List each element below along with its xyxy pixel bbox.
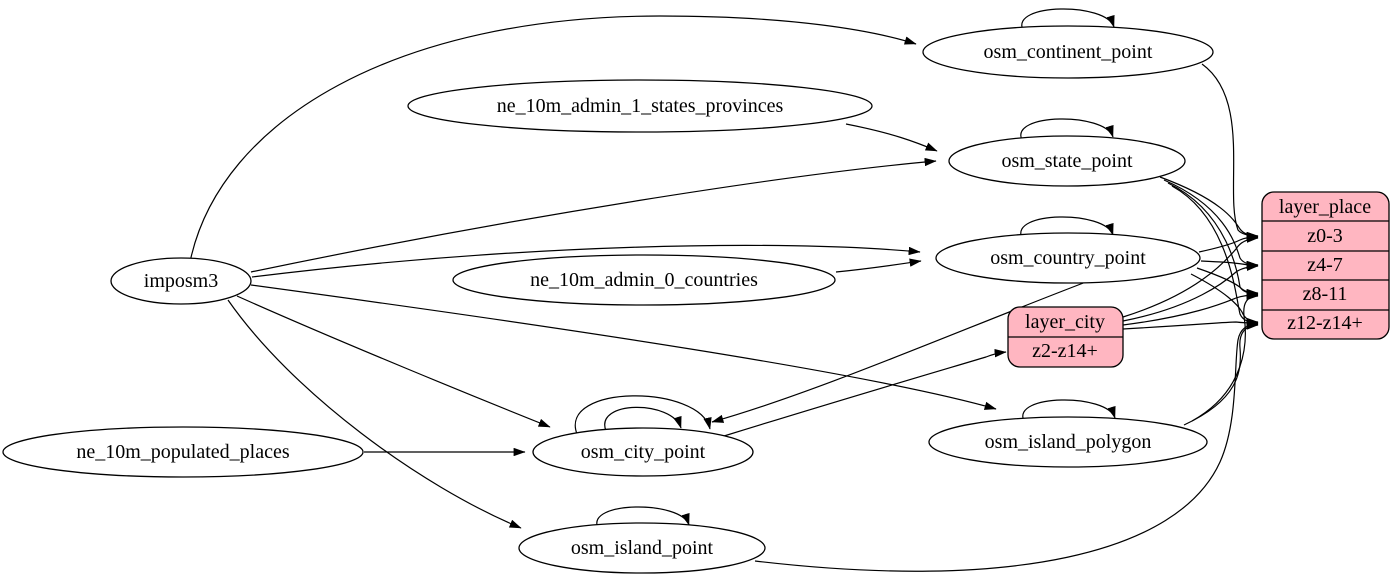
layer_place-row-z4-7: z4-7	[1307, 254, 1343, 276]
layer_place-row-z8-11: z8-11	[1303, 283, 1348, 305]
node-ne_10m_admin_1_states_provinces: ne_10m_admin_1_states_provinces	[407, 79, 873, 133]
edge-imposm3-osm_continent_point	[189, 15, 917, 263]
edge-osm_city_point-layer_city	[723, 348, 1007, 437]
edge-imposm3-osm_island_polygon	[250, 284, 997, 410]
layer_place-row-z12-z14: z12-z14+	[1287, 312, 1363, 334]
edge-layer_city-layer_place-z0-3	[1122, 234, 1259, 318]
osm_island_point-label: osm_island_point	[571, 537, 714, 559]
edge-layer	[189, 8, 1259, 572]
ne_10m_populated_places-label: ne_10m_populated_places	[76, 441, 289, 463]
self-loop-osm_city_point-outer	[574, 395, 712, 435]
edge-osm_island_polygon-layer_place-z8-11	[1191, 291, 1259, 422]
edge-imposm3-osm_state_point	[250, 157, 937, 273]
self-loop-osm_island_polygon	[1022, 399, 1116, 422]
layer_place-shape	[1261, 191, 1390, 340]
self-loop-osm_island_point	[596, 506, 690, 529]
osm_island_polygon-shape	[928, 416, 1208, 468]
node-osm_island_point: osm_island_point	[518, 522, 766, 574]
edge-osm_island_point-layer_place-z12-z14	[754, 319, 1259, 572]
ne_10m_admin_1_states_provinces-label: ne_10m_admin_1_states_provinces	[497, 95, 784, 117]
edge-imposm3-osm_island_point	[227, 299, 522, 529]
layer_city-title: layer_city	[1025, 311, 1105, 333]
osm_island_polygon-label: osm_island_polygon	[985, 431, 1152, 453]
osm_state_point-label: osm_state_point	[1001, 150, 1133, 172]
osm_city_point-shape	[532, 427, 754, 477]
node-layer_place: layer_place z0-3 z4-7 z8-11 z12-z14+	[1261, 191, 1390, 340]
self-loop-osm_continent_point	[1021, 8, 1115, 31]
edge-imposm3-osm_city_point	[236, 295, 551, 428]
edge-ne_10m_admin_0_countries-osm_country_point	[835, 258, 922, 273]
self-loop-osm_country_point	[1020, 216, 1114, 239]
node-osm_island_polygon: osm_island_polygon	[928, 416, 1208, 468]
node-osm_state_point: osm_state_point	[948, 135, 1186, 187]
ne_10m_admin_0_countries-shape	[452, 254, 836, 306]
edge-osm_country_point-osm_city_point	[711, 281, 1087, 423]
node-osm_city_point: osm_city_point	[532, 427, 754, 477]
imposm3-label: imposm3	[144, 270, 218, 292]
layer_place-row-z0-3: z0-3	[1307, 225, 1343, 247]
edge-layer_city-layer_place-z4-7	[1122, 262, 1259, 322]
layer_city-row-z2-z14: z2-z14+	[1032, 340, 1098, 362]
ne_10m_admin_1_states_provinces-shape	[407, 79, 873, 133]
node-layer_city: layer_city z2-z14+	[1007, 306, 1124, 368]
node-ne_10m_populated_places: ne_10m_populated_places	[2, 426, 364, 478]
node-osm_continent_point: osm_continent_point	[922, 25, 1214, 79]
edge-osm_country_point-layer_place-z8-11	[1196, 267, 1259, 298]
osm_island_point-shape	[518, 522, 766, 574]
self-loop-osm_city_point-inner	[604, 406, 682, 432]
edge-osm_island_polygon-layer_place-z12-z14	[1183, 321, 1259, 426]
self-loop-osm_state_point	[1020, 118, 1114, 141]
node-imposm3: imposm3	[110, 257, 252, 305]
osm_country_point-shape	[935, 232, 1201, 284]
osm_city_point-label: osm_city_point	[581, 441, 706, 463]
osm_continent_point-shape	[922, 25, 1214, 79]
imposm3-shape	[110, 257, 252, 305]
ne_10m_admin_0_countries-label: ne_10m_admin_0_countries	[530, 269, 758, 291]
edge-osm_country_point-layer_place-z4-7	[1200, 260, 1259, 270]
layer_place-title: layer_place	[1279, 196, 1371, 218]
edge-imposm3-osm_country_point	[251, 244, 921, 278]
node-osm_country_point: osm_country_point	[935, 232, 1201, 284]
ne_10m_populated_places-shape	[2, 426, 364, 478]
osm_continent_point-label: osm_continent_point	[984, 41, 1153, 63]
osm_country_point-label: osm_country_point	[990, 247, 1146, 269]
edge-ne_10m_admin_1_states_provinces-osm_state_point	[845, 123, 938, 152]
node-ne_10m_admin_0_countries: ne_10m_admin_0_countries	[452, 254, 836, 306]
edge-layer_city-layer_place-z12-z14	[1122, 318, 1259, 330]
osm_state_point-shape	[948, 135, 1186, 187]
